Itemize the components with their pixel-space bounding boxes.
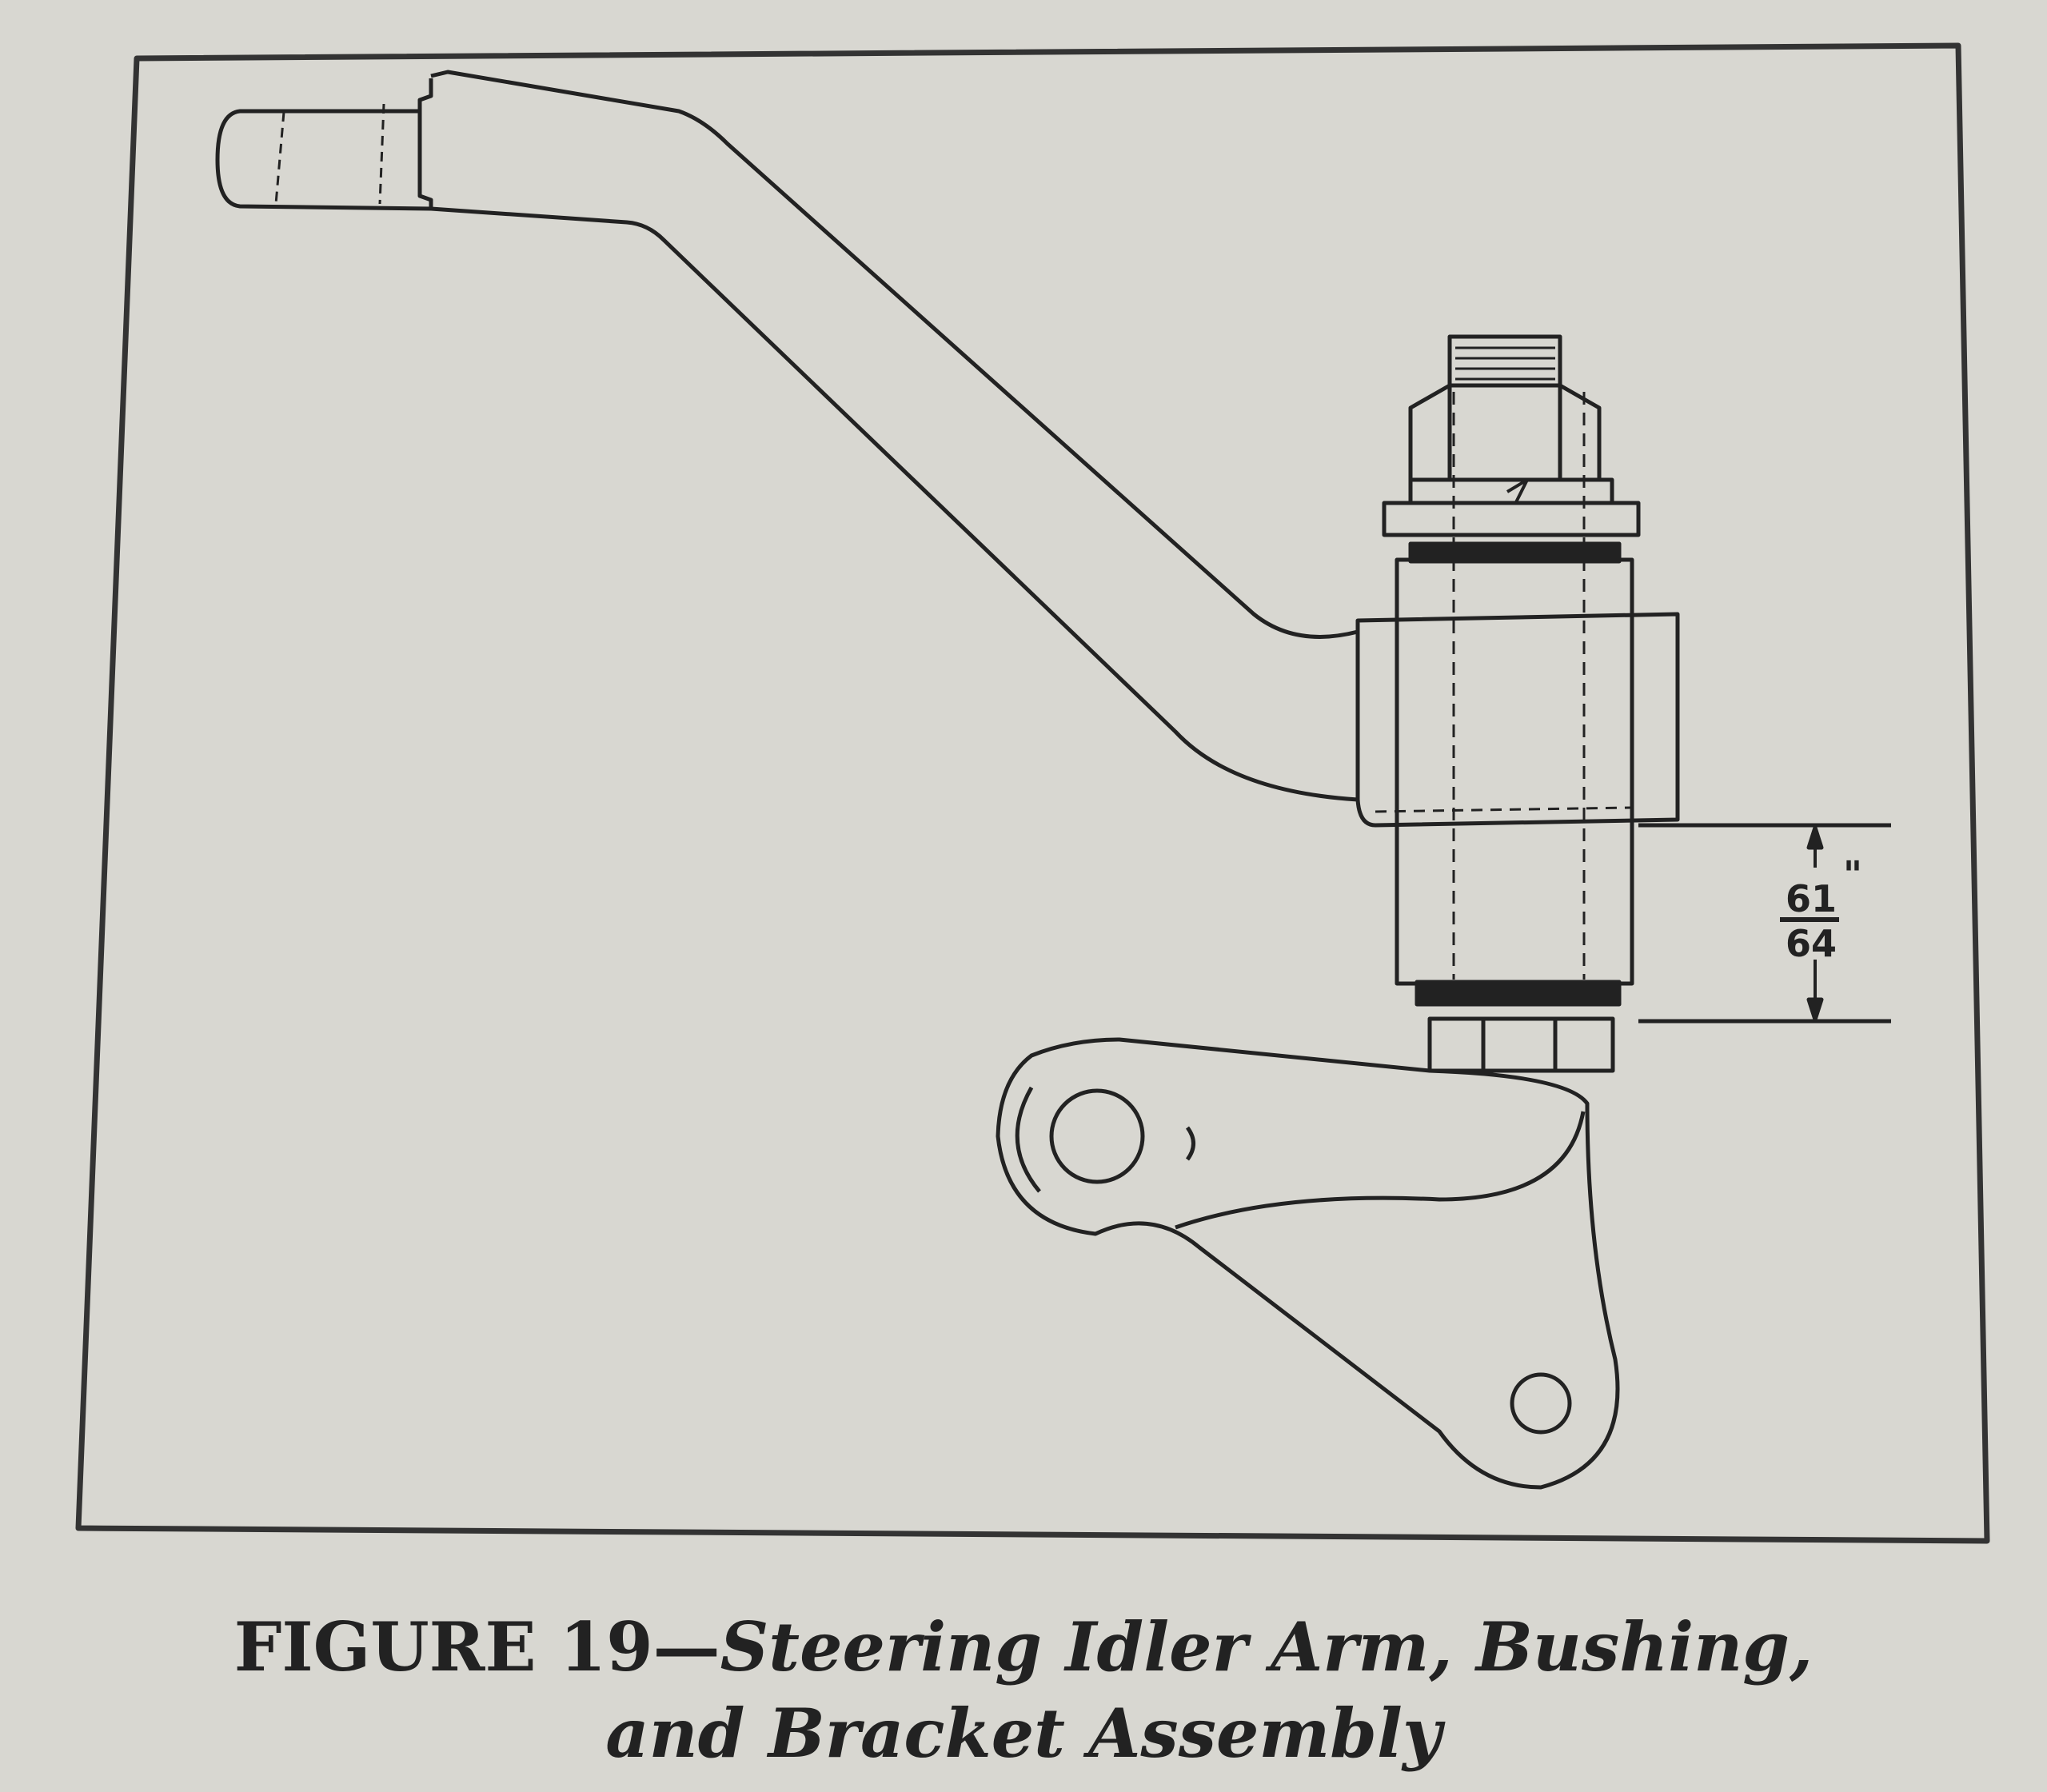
figure-caption-line1: FIGURE 19—Steering Idler Arm, Bushing, xyxy=(0,1607,2047,1686)
threaded-stud xyxy=(1447,334,1562,388)
washer xyxy=(1382,501,1641,537)
dimension-numerator: 61 xyxy=(1786,877,1837,920)
upper-seal xyxy=(1408,541,1622,564)
mounting-hole xyxy=(1510,1372,1572,1435)
bushing-sleeve xyxy=(1395,557,1634,986)
figure-frame xyxy=(75,42,1990,1544)
arm-boss xyxy=(1355,612,1680,828)
arm-tip xyxy=(215,78,433,211)
dimension-denominator: 64 xyxy=(1786,922,1837,965)
inch-mark: " xyxy=(1843,853,1862,896)
lower-nut xyxy=(1427,1016,1615,1073)
lower-seal xyxy=(1415,980,1622,1007)
bracket-eye xyxy=(1049,1088,1145,1184)
idler-arm xyxy=(430,70,1359,639)
figure-number: FIGURE 19— xyxy=(233,1607,720,1686)
top-nut xyxy=(1408,383,1602,482)
figure-caption-line2: and Bracket Assembly xyxy=(605,1694,1442,1773)
figure-title: Steering Idler Arm, Bushing, xyxy=(720,1607,1814,1686)
bracket xyxy=(996,1037,1620,1490)
